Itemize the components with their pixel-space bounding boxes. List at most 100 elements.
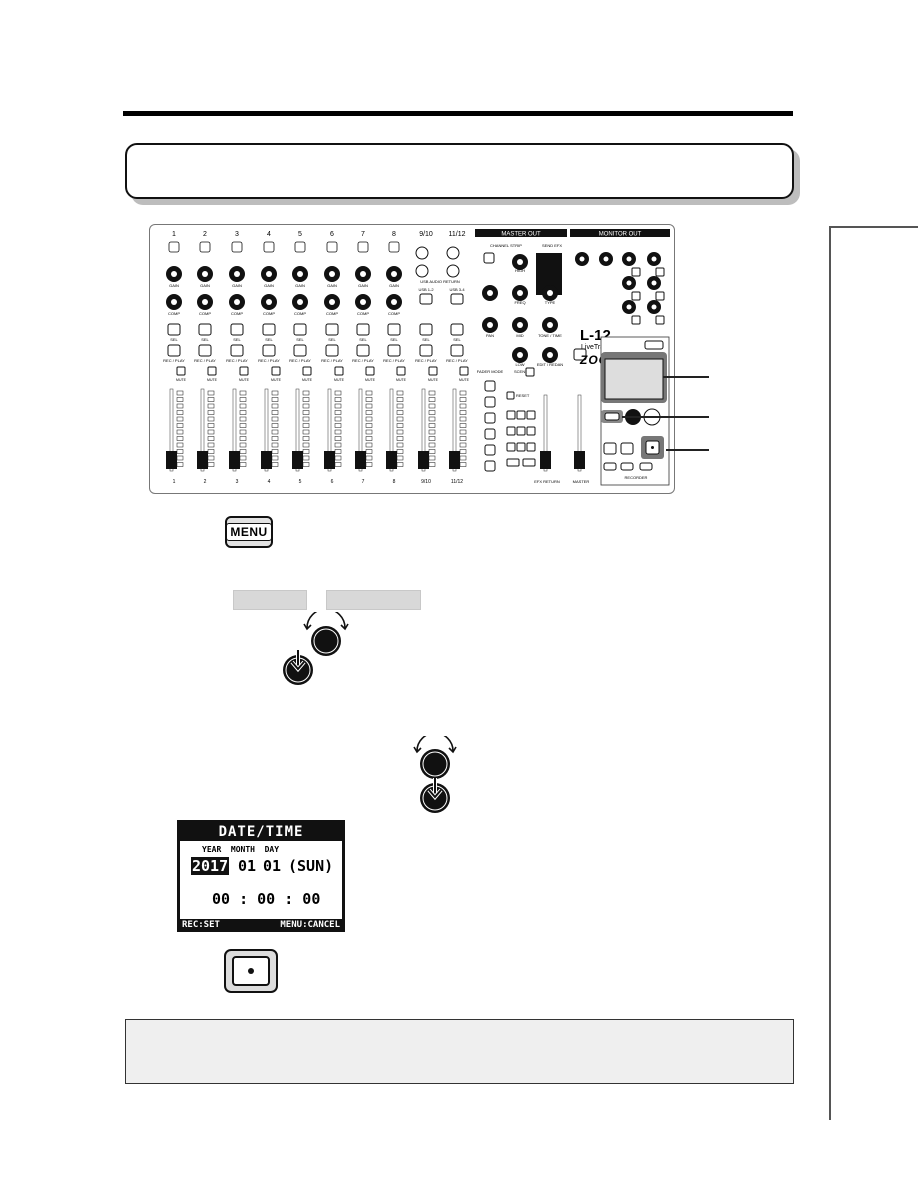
year-field: 2017 <box>191 857 230 875</box>
comp-label: COMP <box>357 311 369 316</box>
rec-play-button <box>198 344 212 357</box>
meter-led <box>271 423 279 428</box>
meter-led <box>365 449 373 454</box>
gain-label: GAIN <box>327 283 337 288</box>
meter-led <box>302 449 310 454</box>
rec-play-label: REC / PLAY <box>226 358 248 363</box>
side-vertical-line <box>829 226 831 1120</box>
meter-led <box>302 390 310 396</box>
meter-led <box>428 397 436 402</box>
rec-play-button <box>167 344 181 357</box>
meter-led <box>365 429 373 435</box>
input-button <box>326 241 338 253</box>
meter-led <box>176 416 184 422</box>
rec-play-button <box>419 344 433 357</box>
meter-led <box>459 436 467 441</box>
meter-led <box>428 410 436 415</box>
mute-button <box>459 366 469 376</box>
meter-led <box>334 403 342 409</box>
mute-label: MUTE <box>365 378 376 382</box>
scene-number-button <box>516 426 526 436</box>
scene-number-button <box>506 410 516 420</box>
meter-led <box>365 397 373 402</box>
rec-play-label: REC / PLAY <box>163 358 185 363</box>
meter-led <box>428 436 436 441</box>
monitor-button <box>655 267 665 277</box>
master-knob-cap <box>547 322 553 328</box>
monitor-knob-cap <box>651 256 657 262</box>
side-tab-line <box>829 226 918 228</box>
fader-cap <box>197 451 208 469</box>
meter-led <box>459 397 467 402</box>
gain-knob-cap <box>297 271 303 277</box>
monitor-knob-cap <box>579 256 585 262</box>
meter-led <box>428 390 436 396</box>
monitor-out-label: MONITOR OUT <box>599 232 642 238</box>
sel-label: SEL <box>265 337 273 342</box>
fader-cap <box>292 451 303 469</box>
input-button <box>294 241 306 253</box>
bottom-num-5: 5 <box>299 479 302 485</box>
tone-label: TONE / TIME <box>538 333 562 338</box>
fader-mode-button <box>484 396 496 408</box>
meter-led <box>302 455 310 461</box>
menu-button-small <box>604 412 620 421</box>
master-knob-cap <box>517 259 523 265</box>
gain-knob-cap <box>234 271 240 277</box>
meter-led <box>428 449 436 454</box>
meter-led <box>271 410 279 415</box>
meter-led <box>428 416 436 422</box>
meter-led <box>207 442 215 448</box>
mute-label: MUTE <box>428 378 439 382</box>
meter-led <box>459 390 467 396</box>
meter-led <box>176 410 184 415</box>
rec-play-button <box>230 344 244 357</box>
meter-led <box>271 442 279 448</box>
fader-slot <box>169 388 174 472</box>
scene-save-button <box>506 458 520 467</box>
ch-num-11-12: 11/12 <box>449 231 466 238</box>
gain-label: GAIN <box>232 283 242 288</box>
meter-led <box>396 436 404 441</box>
fader-slot <box>389 388 394 472</box>
rec-key-inner <box>232 956 270 986</box>
meter-led <box>334 455 342 461</box>
ch-num-4: 4 <box>267 231 271 238</box>
usb-return-label: USB AUDIO RETURN <box>420 279 460 284</box>
fader-cap <box>229 451 240 469</box>
meter-led <box>176 455 184 461</box>
meter-led <box>239 397 247 402</box>
meter-led <box>459 410 467 415</box>
meter-led <box>271 449 279 454</box>
callout-line-screen <box>663 376 709 378</box>
meter-led <box>239 416 247 422</box>
master-knob-cap <box>547 352 553 358</box>
meter-led <box>302 410 310 415</box>
input-button <box>231 241 243 253</box>
meter-led <box>334 442 342 448</box>
date-time-screen: DATE/TIME YEAR MONTH DAY 2017 01 01 (SUN… <box>177 820 345 932</box>
sel-button <box>198 323 212 336</box>
sel-label: SEL <box>422 337 430 342</box>
transport-button <box>620 462 634 471</box>
meter-led <box>459 403 467 409</box>
input-jack <box>446 264 460 278</box>
scene-number-button <box>526 442 536 452</box>
meter-led <box>271 397 279 402</box>
scene-button <box>525 367 535 377</box>
meter-led <box>396 442 404 448</box>
monitor-button <box>631 315 641 325</box>
type-label: TYPE <box>545 300 556 305</box>
rec-play-button <box>293 344 307 357</box>
high-label: HIGH <box>515 268 525 273</box>
comp-label: COMP <box>294 311 306 316</box>
gain-label: GAIN <box>200 283 210 288</box>
meter-led <box>302 403 310 409</box>
rec-play-label: REC / PLAY <box>383 358 405 363</box>
meter-led <box>334 410 342 415</box>
monitor-button <box>631 291 641 301</box>
comp-label: COMP <box>263 311 275 316</box>
monitor-knob-cap <box>626 256 632 262</box>
monitor-knobs <box>575 252 665 325</box>
meter-led <box>176 436 184 441</box>
